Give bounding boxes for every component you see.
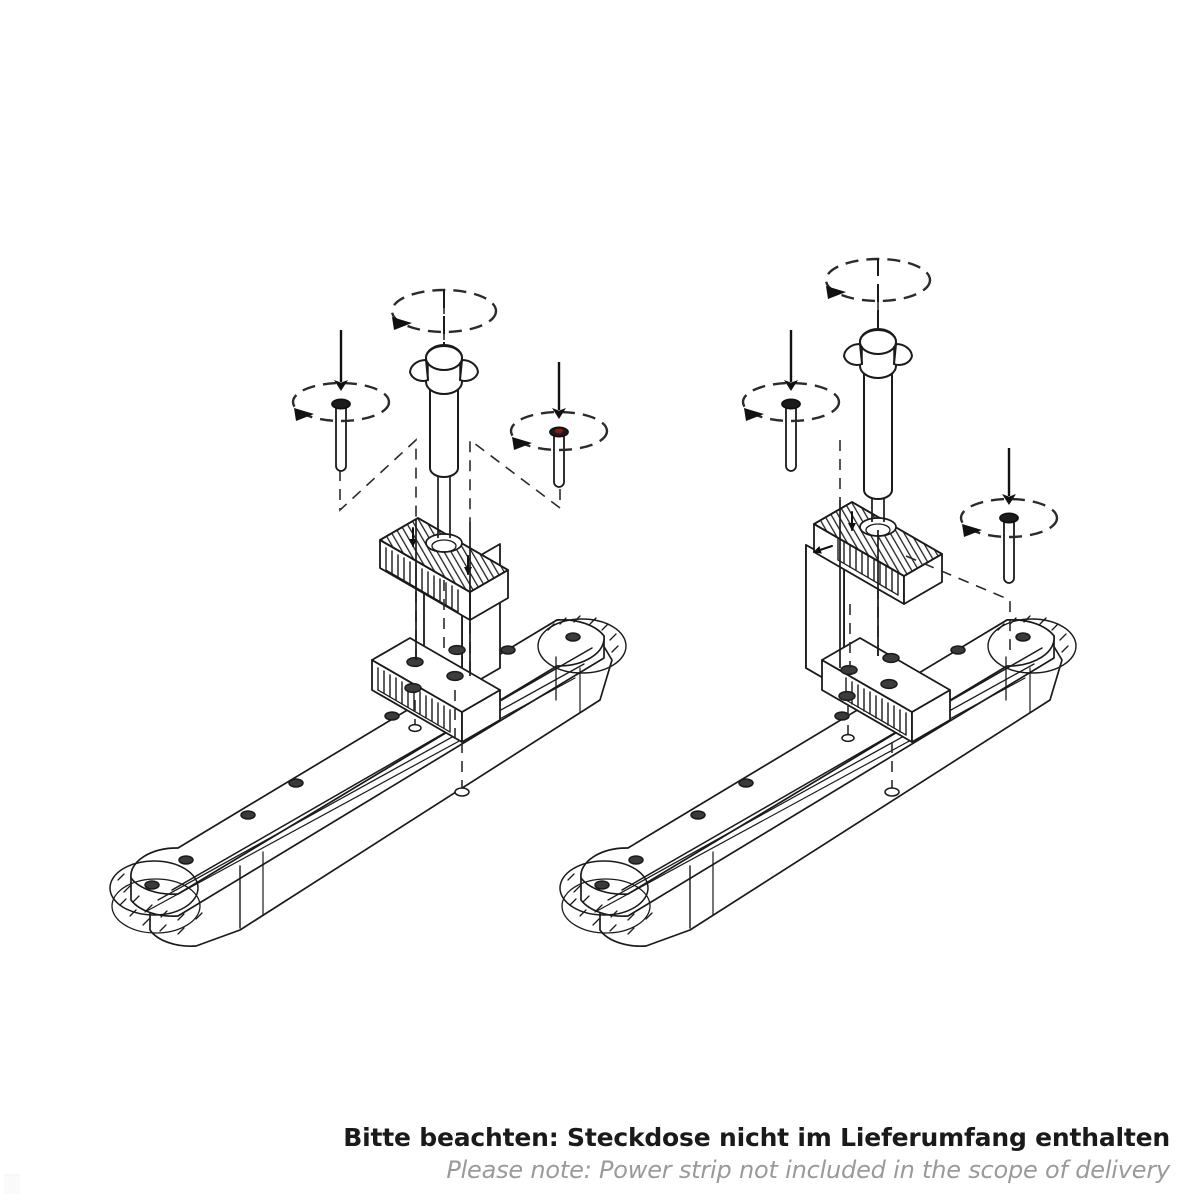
clamp-center-hole [425,533,463,553]
clamp-bracket [805,501,951,743]
right-assembly [559,257,1077,948]
rotation-ellipse-right [959,497,1059,539]
clamp-lower-jaw [371,637,501,743]
assembly-alignment-lines [839,300,1011,790]
thumb-screw-large [843,328,913,500]
upper-jaw-ribs [837,537,899,596]
set-screw-left [331,398,351,472]
clamp-lower-jaw [821,637,951,743]
rotation-ellipse-left [291,381,391,423]
lower-jaw-ribs [377,667,451,733]
set-screw-right [999,512,1019,584]
caption-block: Bitte beachten: Steckdose nicht im Liefe… [30,1122,1170,1186]
clamp-tighten-arrows [409,527,472,575]
insertion-arrows [784,330,1016,505]
screw-tip-holes-in-strip [841,733,900,797]
end-cap-teeth-right [547,615,619,653]
end-cap-teeth-left [117,873,203,935]
end-cap-teeth-left [567,873,653,935]
clamp-bracket [371,517,509,743]
rotation-ellipse-left [741,381,841,423]
set-screw-left-head [781,398,801,410]
left-assembly [109,288,627,948]
rotation-arrowheads [744,286,982,537]
clamp-tighten-arrows [813,511,856,554]
end-cap-teeth-right [997,615,1069,653]
set-screw-right-head [999,512,1019,524]
screw-tip-holes-in-strip [408,723,470,797]
thumb-screw-large [409,344,479,478]
set-screw-left [781,398,801,472]
caption-english-note: Please note: Power strip not included in… [446,1155,1170,1184]
rotation-arrowheads [294,317,532,450]
caption-german-note: Bitte beachten: Steckdose nicht im Liefe… [343,1122,1170,1152]
rotation-ellipse-right [509,410,609,452]
red-marker-dot [555,428,563,434]
watermark-fragment [4,1174,20,1194]
set-screw-left-head [331,398,351,410]
set-screw-right [549,426,569,488]
insertion-arrows [334,330,566,419]
